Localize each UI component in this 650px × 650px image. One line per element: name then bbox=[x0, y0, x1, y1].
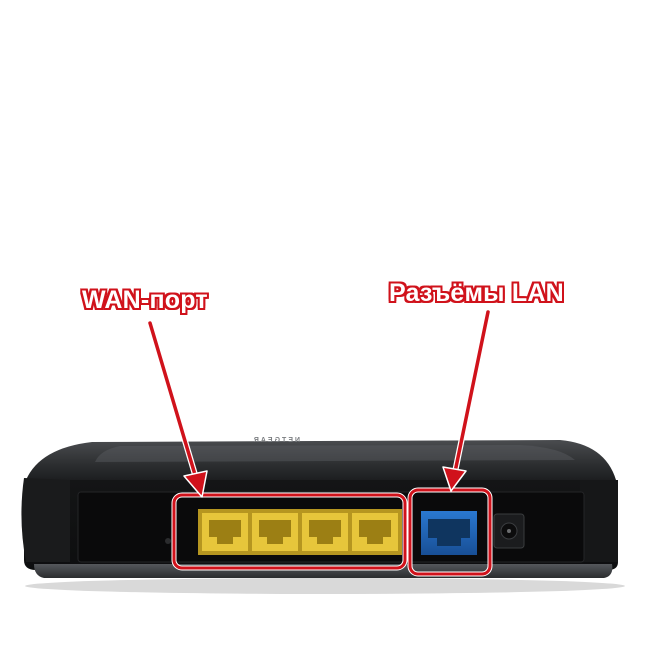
router-right-side bbox=[580, 480, 618, 562]
router-top-shell bbox=[26, 440, 616, 480]
yellow-ports bbox=[202, 513, 398, 551]
yellow-port bbox=[202, 513, 248, 551]
lan-ports-label: Разъёмы LAN bbox=[389, 279, 564, 307]
blue-port bbox=[421, 511, 477, 555]
router-shadow bbox=[25, 578, 625, 594]
wan-port-label: WAN-порт bbox=[82, 286, 208, 314]
router-left-side bbox=[21, 478, 70, 562]
wan-highlight-box-inner bbox=[172, 493, 407, 570]
yellow-port bbox=[352, 513, 398, 551]
reset-hole bbox=[165, 538, 171, 544]
yellow-port bbox=[302, 513, 348, 551]
router-top-highlight bbox=[95, 445, 575, 462]
brand-logo-mark: NETGEAR bbox=[252, 437, 300, 444]
wan-arrow bbox=[147, 320, 208, 498]
brand-logo-text: NETGEAR bbox=[252, 437, 300, 444]
yellow-port bbox=[252, 513, 298, 551]
lan-arrow bbox=[442, 309, 491, 492]
power-connector bbox=[493, 513, 525, 549]
